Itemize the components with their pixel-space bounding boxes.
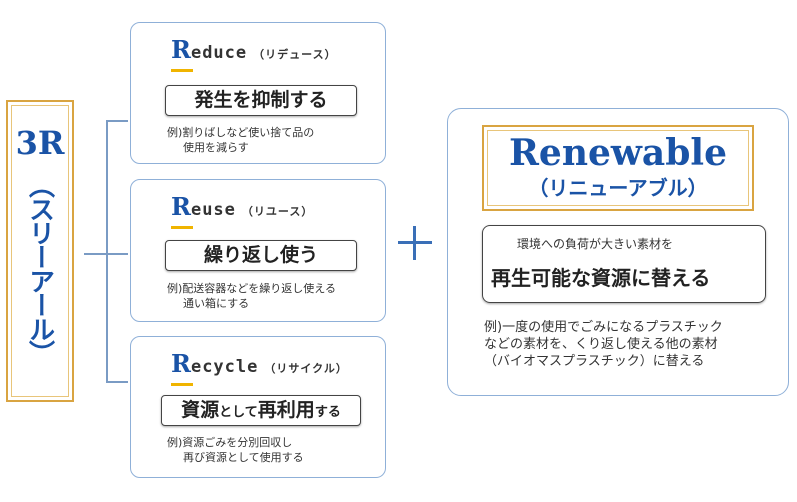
reuse-card: R euse （リユース） 繰り返し使う 例)配送容器などを繰り返し使える 通い… [130,179,386,322]
recycle-card: R ecycle （リサイクル） 資源として再利用する 例)資源ごみを分別回収し… [130,336,386,478]
connector-bottom [106,381,128,383]
renewable-action-caption: 環境への負荷が大きい素材を [517,237,674,251]
recycle-action-part3: 再利用 [257,399,315,421]
three-r-kana: （スリーアール） [24,172,55,364]
reuse-example-line2: 通い箱にする [183,297,250,310]
reuse-heading: R euse （リユース） [171,192,313,221]
renewable-kana: （リニューアブル） [528,176,708,200]
reduce-card: R educe （リデュース） 発生を抑制する 例)割りばしなど使い捨て品の 使… [130,22,386,164]
renewable-action-box: 環境への負荷が大きい素材を 再生可能な資源に替える [482,225,766,303]
reduce-example-line2: 使用を減らす [183,141,249,154]
renewable-example-line2: などの素材を、くり返し使える他の素材 [484,337,718,352]
plus-icon [398,226,432,260]
reduce-initial: R [171,35,191,64]
recycle-initial: R [171,349,191,378]
renewable-action: 再生可能な資源に替える [491,266,711,290]
reduce-action: 発生を抑制する [165,85,357,116]
reduce-heading: R educe （リデュース） [171,35,337,64]
reuse-action: 繰り返し使う [165,240,357,271]
reuse-example-line1: 例)配送容器などを繰り返し使える [167,282,336,295]
reuse-kana: （リユース） [241,205,314,218]
reuse-rest: euse [190,200,236,220]
renewable-example-line1: 例)一度の使用でごみになるプラスチック [484,320,723,335]
reduce-rest: educe [190,43,248,63]
recycle-example: 例)資源ごみを分別回収し 再び資源として使用する [167,435,304,465]
renewable-title-box: Renewable （リニューアブル） [482,125,754,211]
recycle-rest: ecycle [190,357,259,377]
connector-middle [106,253,128,255]
reduce-example-line1: 例)割りばしなど使い捨て品の [167,126,315,139]
recycle-example-line2: 再び資源として使用する [183,451,304,464]
renewable-title: Renewable [509,132,727,174]
reuse-initial: R [171,192,191,221]
reuse-example: 例)配送容器などを繰り返し使える 通い箱にする [167,281,336,311]
recycle-action-part4: する [314,405,341,420]
recycle-action-part2: として [219,405,258,420]
recycle-action-part1: 資源 [181,399,220,421]
connector-top [106,120,128,122]
recycle-underline [171,383,193,386]
recycle-example-line1: 例)資源ごみを分別回収し [167,436,293,449]
reduce-example: 例)割りばしなど使い捨て品の 使用を減らす [167,125,314,155]
connector-horizontal [84,253,106,255]
reuse-underline [171,226,193,229]
recycle-heading: R ecycle （リサイクル） [171,349,348,378]
reduce-underline [171,69,193,72]
renewable-example-line3: （バイオマスプラスチック）に替える [484,354,705,369]
connector-vertical [106,120,108,382]
renewable-example: 例)一度の使用でごみになるプラスチック などの素材を、くり返し使える他の素材 （… [484,319,723,370]
three-r-label: 3R （スリーアール） [6,100,74,402]
renewable-card: Renewable （リニューアブル） 環境への負荷が大きい素材を 再生可能な資… [447,108,789,396]
reduce-kana: （リデュース） [253,48,337,61]
recycle-kana: （リサイクル） [264,362,348,375]
three-r-title: 3R [15,124,65,162]
recycle-action: 資源として再利用する [161,395,361,426]
